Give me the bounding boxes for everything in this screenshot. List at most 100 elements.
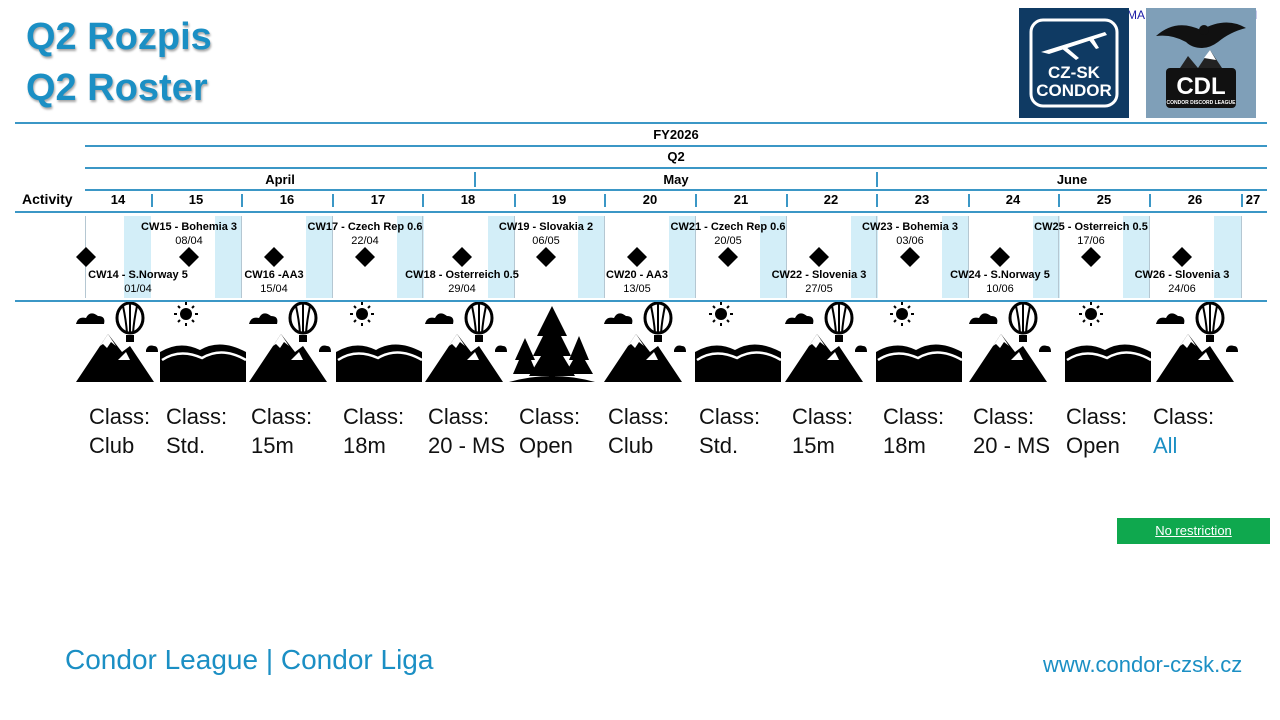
week-divider <box>1149 194 1151 207</box>
no-restriction-legend[interactable]: No restriction <box>1117 518 1270 544</box>
week-highlight-band <box>215 216 242 298</box>
hills-sun-icon <box>160 302 246 382</box>
week-highlight-band <box>760 216 787 298</box>
czsk-logo-frame <box>1029 18 1119 108</box>
class-entry: Class:20 - MS <box>428 402 505 460</box>
event-date: 06/05 <box>532 235 560 247</box>
class-entry: Class:Open <box>1066 402 1127 460</box>
week-gridline <box>332 216 333 298</box>
week-number: 20 <box>642 192 658 207</box>
event-date: 13/05 <box>623 283 651 295</box>
event-marker-icon <box>1172 247 1192 267</box>
week-highlight-band <box>1214 216 1241 298</box>
footer-league-title: Condor League | Condor Liga <box>65 644 434 675</box>
class-value: Club <box>89 433 135 458</box>
event-date: 29/04 <box>448 283 476 295</box>
event-marker-icon <box>718 247 738 267</box>
czsk-logo-line2: CONDOR <box>1036 81 1112 100</box>
week-divider <box>422 194 424 207</box>
class-value: All <box>1153 433 1178 458</box>
week-gridline <box>1241 216 1242 298</box>
class-label: Class: <box>519 404 581 429</box>
class-label: Class: <box>608 404 670 429</box>
event-name: CW19 - Slovakia 2 <box>499 221 593 233</box>
class-value: Open <box>1066 433 1120 458</box>
event-name: CW21 - Czech Rep 0.6 <box>671 221 786 233</box>
class-value: Std. <box>166 433 206 458</box>
week-divider <box>241 194 243 207</box>
event-marker-icon <box>627 247 647 267</box>
week-gridline <box>1149 216 1150 298</box>
class-label: Class: <box>699 404 761 429</box>
class-entry: Class:15m <box>792 402 853 460</box>
event-marker-icon <box>76 247 96 267</box>
event-name: CW25 - Osterreich 0.5 <box>1034 221 1148 233</box>
class-value: Std. <box>699 433 739 458</box>
class-entry: Class: Std. <box>166 402 227 460</box>
activity-label: Activity <box>22 191 73 207</box>
month-june: June <box>1056 172 1088 187</box>
class-entry: Class: All <box>1153 402 1214 460</box>
event-marker-icon <box>452 247 472 267</box>
class-entry: Class: Club <box>89 402 150 460</box>
event-date: 24/06 <box>1168 283 1196 295</box>
mountain-balloon-icon <box>969 302 1051 382</box>
event-name: CW17 - Czech Rep 0.6 <box>308 221 423 233</box>
week-gridline <box>514 216 515 298</box>
week-divider <box>786 194 788 207</box>
mountain-balloon-icon <box>425 302 507 382</box>
class-entry: Class: Open <box>519 402 580 460</box>
week-gridline <box>1058 216 1059 298</box>
class-label: Class: <box>89 404 151 429</box>
class-value: 15m <box>251 433 294 458</box>
class-value: Club <box>608 433 654 458</box>
event-marker-icon <box>900 247 920 267</box>
week-highlight-band <box>851 216 878 298</box>
week-divider <box>1241 194 1243 207</box>
class-value: Open <box>519 433 573 458</box>
class-value: 18m <box>883 433 926 458</box>
footer-website-link[interactable]: www.condor-czsk.cz <box>1043 652 1243 677</box>
week-number: 16 <box>279 192 295 207</box>
week-gridline <box>604 216 605 298</box>
week-highlight-band <box>1123 216 1150 298</box>
header-line-3 <box>85 167 1267 169</box>
class-label: Class: <box>1153 404 1215 429</box>
header-top-line <box>15 122 1267 124</box>
event-date: 08/04 <box>175 235 203 247</box>
week-divider <box>151 194 153 207</box>
week-divider <box>876 194 878 207</box>
mountain-balloon-icon <box>604 302 686 382</box>
glider-icon <box>1041 32 1107 60</box>
mountain-balloon-icon <box>76 302 158 382</box>
month-april: April <box>265 172 295 187</box>
week-gridline <box>241 216 242 298</box>
event-date: 15/04 <box>260 283 288 295</box>
event-name: CW14 - S.Norway 5 <box>88 269 188 281</box>
event-name: CW20 - AA3 <box>606 269 668 281</box>
week-highlight-band <box>1033 216 1060 298</box>
week-divider <box>604 194 606 207</box>
week-highlight-band <box>306 216 333 298</box>
event-date: 17/06 <box>1077 235 1105 247</box>
header-line-5 <box>15 211 1267 213</box>
class-entry: Class:20 - MS <box>973 402 1050 460</box>
week-number: 24 <box>1005 192 1021 207</box>
fiscal-year: FY2026 <box>653 127 699 142</box>
event-date: 20/05 <box>714 235 742 247</box>
cdl-logo: CDL CONDOR DISCORD LEAGUE <box>1146 8 1256 118</box>
hills-sun-icon <box>1065 302 1151 382</box>
class-label: Class: <box>166 404 228 429</box>
event-marker-icon <box>809 247 829 267</box>
cdl-logo-main: CDL <box>1176 73 1225 100</box>
month-divider <box>876 172 878 187</box>
event-name: CW26 - Slovenia 3 <box>1135 269 1230 281</box>
class-value: 20 - MS <box>973 433 1051 458</box>
week-divider <box>695 194 697 207</box>
class-label: Class: <box>251 404 313 429</box>
mountain-balloon-icon <box>249 302 331 382</box>
week-number: 14 <box>110 192 126 207</box>
week-highlight-band <box>669 216 696 298</box>
event-date: 03/06 <box>896 235 924 247</box>
class-entry: Class: Std. <box>699 402 760 460</box>
